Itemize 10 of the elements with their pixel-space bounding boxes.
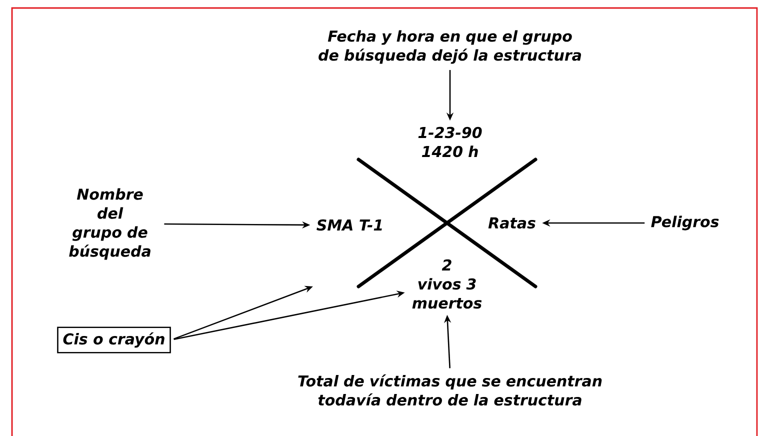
- callout-text: Peligros: [651, 216, 719, 230]
- callout-text: Nombre del grupo de búsqueda: [69, 188, 150, 260]
- marking-text: 2 vivos 3 muertos: [412, 259, 482, 309]
- marker-label-box: Cis o crayón: [57, 326, 171, 354]
- date-time-text: 1-23-90 1420 h: [418, 126, 482, 158]
- marking-text: Ratas: [488, 217, 536, 229]
- callout-text: Fecha y hora en que el grupo de búsqueda dejó la estructura: [318, 30, 582, 64]
- marking-text: SMA T-1: [316, 219, 382, 231]
- cross-marking: [356, 158, 538, 288]
- callout-text: Total de víctimas que se encuentran todavía dentro de la estructura: [298, 374, 602, 406]
